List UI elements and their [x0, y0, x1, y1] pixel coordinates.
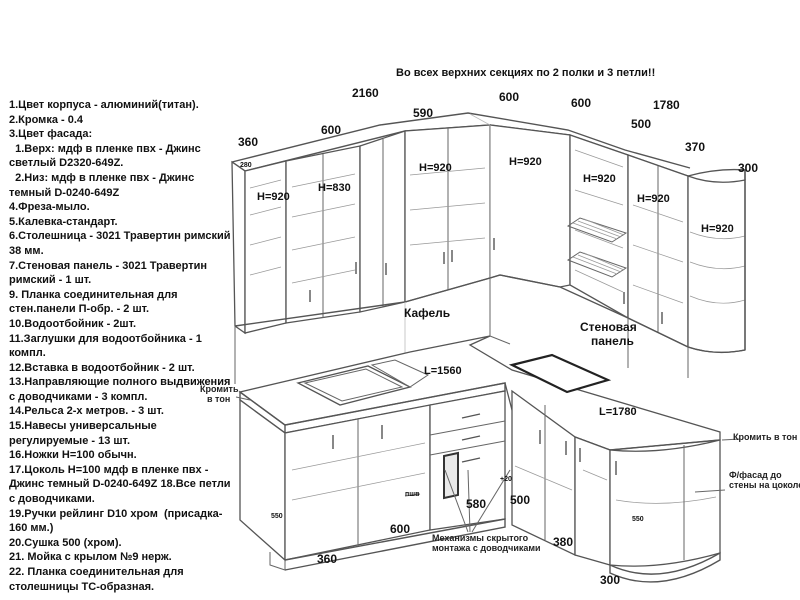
dim-base-300: 300	[600, 573, 620, 587]
plinth-label: пшв	[405, 491, 420, 498]
specification-list: 1.Цвет корпуса - алюминий(титан). 2.Кромк…	[9, 98, 244, 594]
dim-base-500: 500	[510, 493, 530, 507]
spec-line: стен.панели П-обр. - 2 шт.	[9, 303, 150, 316]
leader-lines	[235, 396, 741, 533]
spec-line: 38 мм.	[9, 244, 44, 257]
shelves-note: Во всех верхних секциях по 2 полки и 3 п…	[396, 67, 656, 79]
spec-line: светлый D2320-649Z.	[9, 157, 124, 170]
spec-line: с доводчиками.	[9, 493, 95, 506]
dim-counter-left: L=1560	[424, 365, 462, 377]
spec-line: 16.Ножки Н=100 обычн.	[9, 449, 137, 462]
dim-offset-20: +20	[500, 476, 512, 483]
spec-line: 2.Низ: мдф в пленке пвх - Джинс	[9, 171, 195, 184]
dim-upper-total-right: 1780	[653, 98, 680, 112]
chrome-left-label-1: Кромить	[200, 384, 239, 394]
wall-panel-label-1: Стеновая	[580, 320, 637, 334]
dim-height-920-b: H=920	[419, 162, 452, 174]
spec-line: темный D-0240-649Z	[9, 186, 120, 199]
upper-cabinets	[231, 112, 746, 354]
dim-base-550-right: 550	[632, 516, 644, 523]
dim-total-upper-left: 2160	[352, 86, 379, 100]
dim-height-830: H=830	[318, 182, 351, 194]
spec-line: 13.Направляющие полного выдвижения	[9, 376, 231, 389]
dim-base-600: 600	[390, 522, 410, 536]
upper-cabinet-360	[244, 160, 287, 334]
spec-line: римский - 1 шт.	[9, 274, 92, 287]
dim-height-920-f: H=920	[701, 223, 734, 235]
spec-line: 21. Мойка с крылом №9 нерж.	[9, 551, 172, 564]
dim-upper-600-c: 600	[571, 96, 591, 110]
spec-line: 5.Калевка-стандарт.	[9, 215, 118, 228]
spec-line: 9. Планка соединительная для	[9, 288, 178, 301]
mechanisms-label-1: Механизмы скрытого	[432, 533, 529, 543]
dim-base-360: 360	[317, 552, 337, 566]
dim-upper-depth-280: 280	[240, 162, 252, 169]
spec-line: 1.Цвет корпуса - алюминий(титан).	[9, 99, 199, 111]
spec-line: столешницы ТС-образная.	[9, 580, 155, 593]
cooktop	[508, 353, 612, 394]
dim-upper-500: 500	[631, 117, 651, 131]
chrome-right-label: Кромить в тон	[733, 432, 797, 442]
upper-handles	[309, 238, 663, 324]
chrome-left-label-2: в тон	[207, 394, 230, 404]
spec-line: Джинс темный D-0240-649Z 18.Все петли	[9, 478, 231, 491]
dim-base-580: 580	[466, 497, 486, 511]
spec-line: 11.Заглушки для водоотбойника - 1	[9, 332, 202, 345]
wall-panel-label-2: панель	[591, 334, 634, 348]
dim-base-550-left: 550	[271, 513, 283, 520]
spec-line: 2.Кромка - 0.4	[9, 113, 84, 126]
spec-line: 3.Цвет фасада:	[9, 128, 93, 141]
dim-height-920-e: H=920	[637, 193, 670, 205]
spec-line: 14.Рельса 2-х метров. - 3 шт.	[9, 405, 164, 418]
spec-line: 17.Цоколь Н=100 мдф в пленке пвх -	[9, 463, 209, 476]
spec-line: 160 мм.)	[9, 522, 54, 535]
dim-upper-600-b: 600	[499, 90, 519, 104]
spec-line: 10.Водоотбойник - 2шт.	[9, 317, 137, 330]
dim-height-920-a: H=920	[257, 191, 290, 203]
spec-line: 22. Планка соединительная для	[9, 566, 184, 578]
facade-label-2: стены на цоколе	[729, 480, 800, 490]
dim-height-920-c: H=920	[509, 156, 542, 168]
dim-upper-360: 360	[238, 135, 258, 149]
spec-line: 12.Вставка в водоотбойник - 2 шт.	[9, 361, 195, 374]
dim-upper-370: 370	[685, 140, 705, 154]
spec-line: 1.Верх: мдф в пленке пвх - Джинс	[9, 142, 201, 155]
base-cabinets-left	[239, 390, 506, 571]
upper-corner-cabinet	[489, 124, 571, 288]
spec-line: компл.	[9, 347, 46, 360]
spec-line: с доводчиками - 3 компл.	[9, 390, 148, 403]
spec-line: 15.Навесы универсальные	[9, 420, 157, 433]
dim-height-920-d: H=920	[583, 173, 616, 185]
dim-counter-right: L=1780	[599, 406, 637, 418]
dim-upper-300: 300	[738, 161, 758, 175]
spec-line: 19.Ручки рейлинг D10 хром (присадка-	[9, 507, 223, 520]
dim-base-380: 380	[553, 535, 573, 549]
dish-dryer-rack	[566, 217, 628, 278]
spec-line: 6.Столешница - 3021 Травертин римский	[9, 230, 231, 243]
facade-label-1: Ф/фасад до	[729, 470, 782, 480]
spec-line: 4.Фреза-мыло.	[9, 201, 90, 214]
tile-label: Кафель	[404, 306, 450, 320]
annotations: Кафель Стеновая панель Кромить в тон Кро…	[200, 306, 800, 553]
base-cabinets-right	[511, 389, 721, 583]
dimension-labels: 2160 360 600 590 600 600 1780 500 370 30…	[238, 86, 758, 587]
dim-upper-590: 590	[413, 106, 433, 120]
dim-upper-600-a: 600	[321, 123, 341, 137]
spec-line: 7.Стеновая панель - 3021 Травертин	[9, 259, 208, 272]
mechanisms-label-2: монтажа с доводчиками	[432, 543, 541, 553]
spec-line: регулируемые - 13 шт.	[9, 434, 131, 447]
spec-line: 20.Сушка 500 (хром).	[9, 536, 122, 549]
